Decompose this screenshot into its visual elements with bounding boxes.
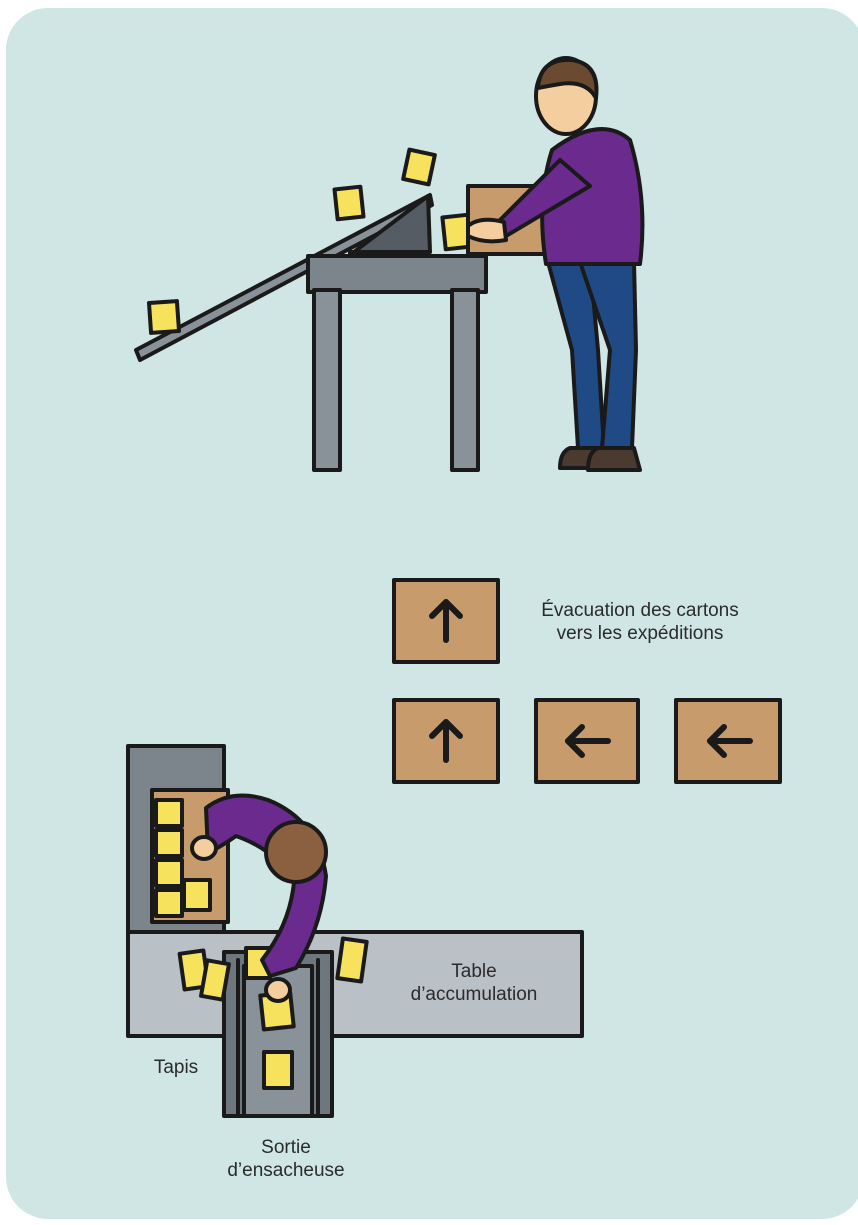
bagger-output-label: Sortie d’ensacheuse — [224, 1136, 348, 1182]
accumulation-table-label-line2: d’accumulation — [404, 983, 544, 1006]
evacuation-label-line2: vers les expéditions — [530, 622, 750, 645]
bagger-output-label-line2: d’ensacheuse — [224, 1159, 348, 1182]
tapis-label: Tapis — [138, 1056, 214, 1079]
packing-table — [308, 256, 486, 470]
bagger-output-label-line1: Sortie — [224, 1136, 348, 1159]
evacuation-label-line1: Évacuation des cartons — [530, 599, 750, 622]
accumulation-table-label: Table d’accumulation — [404, 960, 544, 1006]
accumulation-table-label-line1: Table — [404, 960, 544, 983]
bagger-conveyor — [224, 952, 332, 1116]
standing-worker — [468, 58, 642, 470]
evacuation-label: Évacuation des cartons vers les expéditi… — [530, 599, 750, 645]
